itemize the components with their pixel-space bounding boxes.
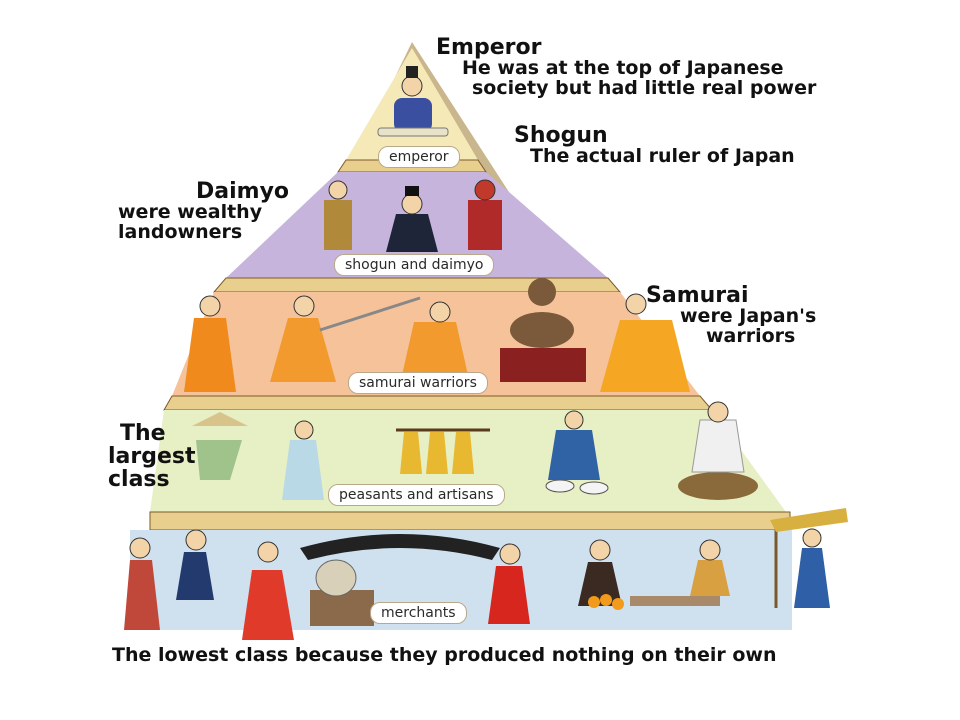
samurai-figure-2	[270, 295, 421, 382]
kimono-display	[242, 541, 294, 640]
annotation-daimyo-title: Daimyo	[196, 179, 290, 204]
annotation-shogun-line1: The actual ruler of Japan	[530, 145, 795, 168]
buddha-statue	[500, 278, 586, 382]
tier-label-peasants-artisans: peasants and artisans	[328, 484, 505, 506]
merchant-fruit-seller	[578, 539, 624, 610]
annotation-peasants-line3: class	[108, 467, 170, 493]
artisan-swordsmith-figure	[678, 401, 758, 500]
annotation-daimyo-line1: were wealthy	[118, 201, 263, 224]
annotation-peasants-line1: The	[120, 421, 166, 446]
merchant-figure-red	[488, 543, 530, 624]
annotation-samurai-title: Samurai	[646, 283, 749, 308]
rice-bundles	[396, 428, 490, 474]
annotation-shogun-title: Shogun	[514, 123, 608, 148]
tier-label-emperor: emperor	[378, 146, 460, 168]
broom-seller-figure	[770, 508, 848, 608]
tier-label-merchants: merchants	[370, 602, 467, 624]
artisan-potter-figure	[545, 410, 609, 495]
annotation-merchants-line1: The lowest class because they produced n…	[112, 644, 777, 666]
tier-divider	[149, 511, 791, 531]
annotation-emperor-line1: He was at the top of Japanese	[462, 57, 784, 80]
tier-divider	[163, 395, 714, 411]
daimyo-figure-armored	[468, 179, 502, 250]
annotation-daimyo-line2: landowners	[118, 221, 243, 244]
peasant-figure-2	[282, 420, 324, 500]
merchant-figure-2	[176, 529, 214, 600]
annotation-shogun: Shogun The actual ruler of Japan	[514, 124, 795, 167]
samurai-figure-1	[184, 295, 236, 392]
annotation-emperor: Emperor He was at the top of Japanese so…	[436, 36, 816, 99]
tier-label-shogun-daimyo: shogun and daimyo	[334, 254, 495, 276]
samurai-figure-4	[600, 293, 690, 392]
tier-label-samurai: samurai warriors	[348, 372, 488, 394]
annotation-samurai-line2: warriors	[706, 325, 796, 348]
annotation-peasants-line2: largest	[108, 444, 196, 470]
shogun-figure	[386, 186, 438, 252]
merchant-figure-1	[124, 537, 160, 630]
tier-divider	[212, 277, 622, 293]
peasant-planting-figure	[192, 412, 248, 480]
daimyo-figure-left	[324, 180, 352, 250]
emperor-figure	[377, 66, 449, 137]
samurai-figure-3	[400, 301, 470, 384]
annotation-emperor-line2: society but had little real power	[472, 77, 817, 100]
annotation-samurai-line1: were Japan's	[680, 305, 817, 328]
merchant-stall-canopy	[300, 534, 500, 626]
annotation-emperor-title: Emperor	[436, 35, 542, 60]
annotation-samurai: Samurai were Japan's warriors	[646, 284, 816, 347]
annotation-merchants: The lowest class because they produced n…	[112, 644, 777, 666]
annotation-daimyo: Daimyo were wealthy landowners	[118, 180, 289, 243]
merchant-pottery-seller	[630, 539, 730, 606]
annotation-peasants: The largest class	[108, 422, 196, 491]
